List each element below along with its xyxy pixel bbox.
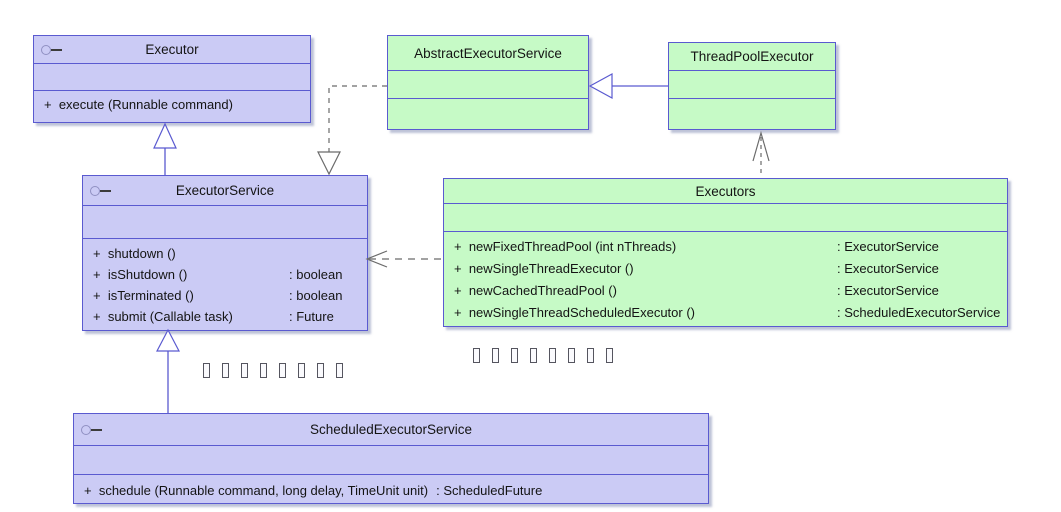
- hollow-triangle-arrowhead: [317, 151, 341, 176]
- handle-marker: [336, 363, 343, 378]
- class-name: Executors: [695, 183, 756, 199]
- class-title-bar: AbstractExecutorService: [388, 36, 588, 71]
- class-executor[interactable]: Executor + execute (Runnable command): [33, 35, 311, 123]
- generalization-scheduledexecutorservice-to-executorservice[interactable]: [156, 328, 180, 413]
- class-title-bar: ScheduledExecutorService: [74, 414, 708, 446]
- handle-marker: [279, 363, 286, 378]
- method-row: + newFixedThreadPool (int nThreads) : Ex…: [454, 236, 1003, 258]
- class-name: AbstractExecutorService: [414, 45, 562, 61]
- method-row: + execute (Runnable command): [44, 93, 306, 117]
- handle-marker: [492, 348, 499, 363]
- method-row: + isShutdown () : boolean: [93, 264, 363, 285]
- interface-icon: [81, 424, 103, 435]
- method-row: + schedule (Runnable command, long delay…: [84, 479, 704, 503]
- method-signature: + schedule (Runnable command, long delay…: [84, 483, 429, 498]
- handle-marker: [317, 363, 324, 378]
- method-row: + shutdown (): [93, 243, 363, 264]
- method-signature: + newFixedThreadPool (int nThreads): [454, 239, 677, 254]
- handle-markers-row: [473, 348, 613, 363]
- handle-markers-row: [203, 363, 343, 378]
- class-title-bar: Executor: [34, 36, 310, 64]
- attributes-compartment: [83, 206, 367, 239]
- method-row: + isTerminated () : boolean: [93, 285, 363, 306]
- attributes-compartment: [444, 204, 1007, 232]
- method-row: + submit (Callable task) : Future: [93, 306, 363, 327]
- handle-marker: [241, 363, 248, 378]
- class-abstract-executor-service[interactable]: AbstractExecutorService: [387, 35, 589, 130]
- dependency-executors-to-executorservice[interactable]: [365, 250, 443, 268]
- handle-marker: [606, 348, 613, 363]
- method-signature: + isShutdown (): [93, 267, 188, 282]
- method-signature: + submit (Callable task): [93, 309, 233, 324]
- class-name: Executor: [145, 42, 199, 57]
- class-title-bar: ExecutorService: [83, 176, 367, 206]
- class-title-bar: Executors: [444, 179, 1007, 204]
- class-title-bar: ThreadPoolExecutor: [669, 43, 835, 71]
- handle-marker: [568, 348, 575, 363]
- method-return-type: : boolean: [289, 288, 343, 303]
- interface-icon: [90, 185, 112, 196]
- realization-abstractexecutorservice-to-executorservice[interactable]: [317, 85, 387, 176]
- method-row: + newCachedThreadPool () : ExecutorServi…: [454, 280, 1003, 302]
- attributes-compartment: [388, 71, 588, 99]
- handle-marker: [549, 348, 556, 363]
- method-return-type: : boolean: [289, 267, 343, 282]
- generalization-threadpoolexecutor-to-abstractexecutorservice[interactable]: [588, 72, 668, 100]
- methods-compartment: + schedule (Runnable command, long delay…: [74, 475, 708, 503]
- method-return-type: : ExecutorService: [837, 239, 939, 254]
- method-return-type: : ScheduledFuture: [436, 483, 543, 498]
- method-return-type: : Future: [289, 309, 334, 324]
- method-return-type: : ExecutorService: [837, 261, 939, 276]
- handle-marker: [203, 363, 210, 378]
- handle-marker: [587, 348, 594, 363]
- dependency-executors-to-threadpoolexecutor[interactable]: [752, 130, 770, 177]
- hollow-triangle-arrowhead: [156, 328, 180, 352]
- method-return-type: : ScheduledExecutorService: [837, 305, 1001, 320]
- hollow-triangle-arrowhead: [153, 122, 177, 149]
- hollow-triangle-arrowhead: [588, 72, 613, 100]
- class-name: ThreadPoolExecutor: [690, 49, 814, 64]
- method-row: + newSingleThreadScheduledExecutor () : …: [454, 302, 1003, 324]
- class-scheduled-executor-service[interactable]: ScheduledExecutorService + schedule (Run…: [73, 413, 709, 504]
- method-signature: + isTerminated (): [93, 288, 194, 303]
- method-row: + newSingleThreadExecutor () : ExecutorS…: [454, 258, 1003, 280]
- methods-compartment: + execute (Runnable command): [34, 91, 310, 122]
- handle-marker: [298, 363, 305, 378]
- class-executors[interactable]: Executors + newFixedThreadPool (int nThr…: [443, 178, 1008, 327]
- class-name: ExecutorService: [175, 183, 275, 198]
- attributes-compartment: [34, 64, 310, 91]
- interface-icon: [41, 44, 63, 55]
- attributes-compartment: [669, 71, 835, 99]
- method-signature: + newSingleThreadExecutor (): [454, 261, 634, 276]
- handle-marker: [473, 348, 480, 363]
- class-thread-pool-executor[interactable]: ThreadPoolExecutor: [668, 42, 836, 130]
- method-signature: + execute (Runnable command): [44, 97, 233, 112]
- open-arrowhead: [752, 130, 770, 162]
- generalization-executorservice-to-executor[interactable]: [153, 122, 177, 175]
- handle-marker: [530, 348, 537, 363]
- method-return-type: : ExecutorService: [837, 283, 939, 298]
- methods-compartment: + newFixedThreadPool (int nThreads) : Ex…: [444, 232, 1007, 326]
- handle-marker: [222, 363, 229, 378]
- class-name: ScheduledExecutorService: [309, 422, 473, 437]
- class-executor-service[interactable]: ExecutorService + shutdown () + isShutdo…: [82, 175, 368, 331]
- method-signature: + shutdown (): [93, 246, 176, 261]
- method-signature: + newCachedThreadPool (): [454, 283, 617, 298]
- handle-marker: [260, 363, 267, 378]
- open-arrowhead: [365, 250, 388, 268]
- attributes-compartment: [74, 446, 708, 475]
- handle-marker: [511, 348, 518, 363]
- method-signature: + newSingleThreadScheduledExecutor (): [454, 305, 696, 320]
- methods-compartment: + shutdown () + isShutdown () : boolean …: [83, 239, 367, 330]
